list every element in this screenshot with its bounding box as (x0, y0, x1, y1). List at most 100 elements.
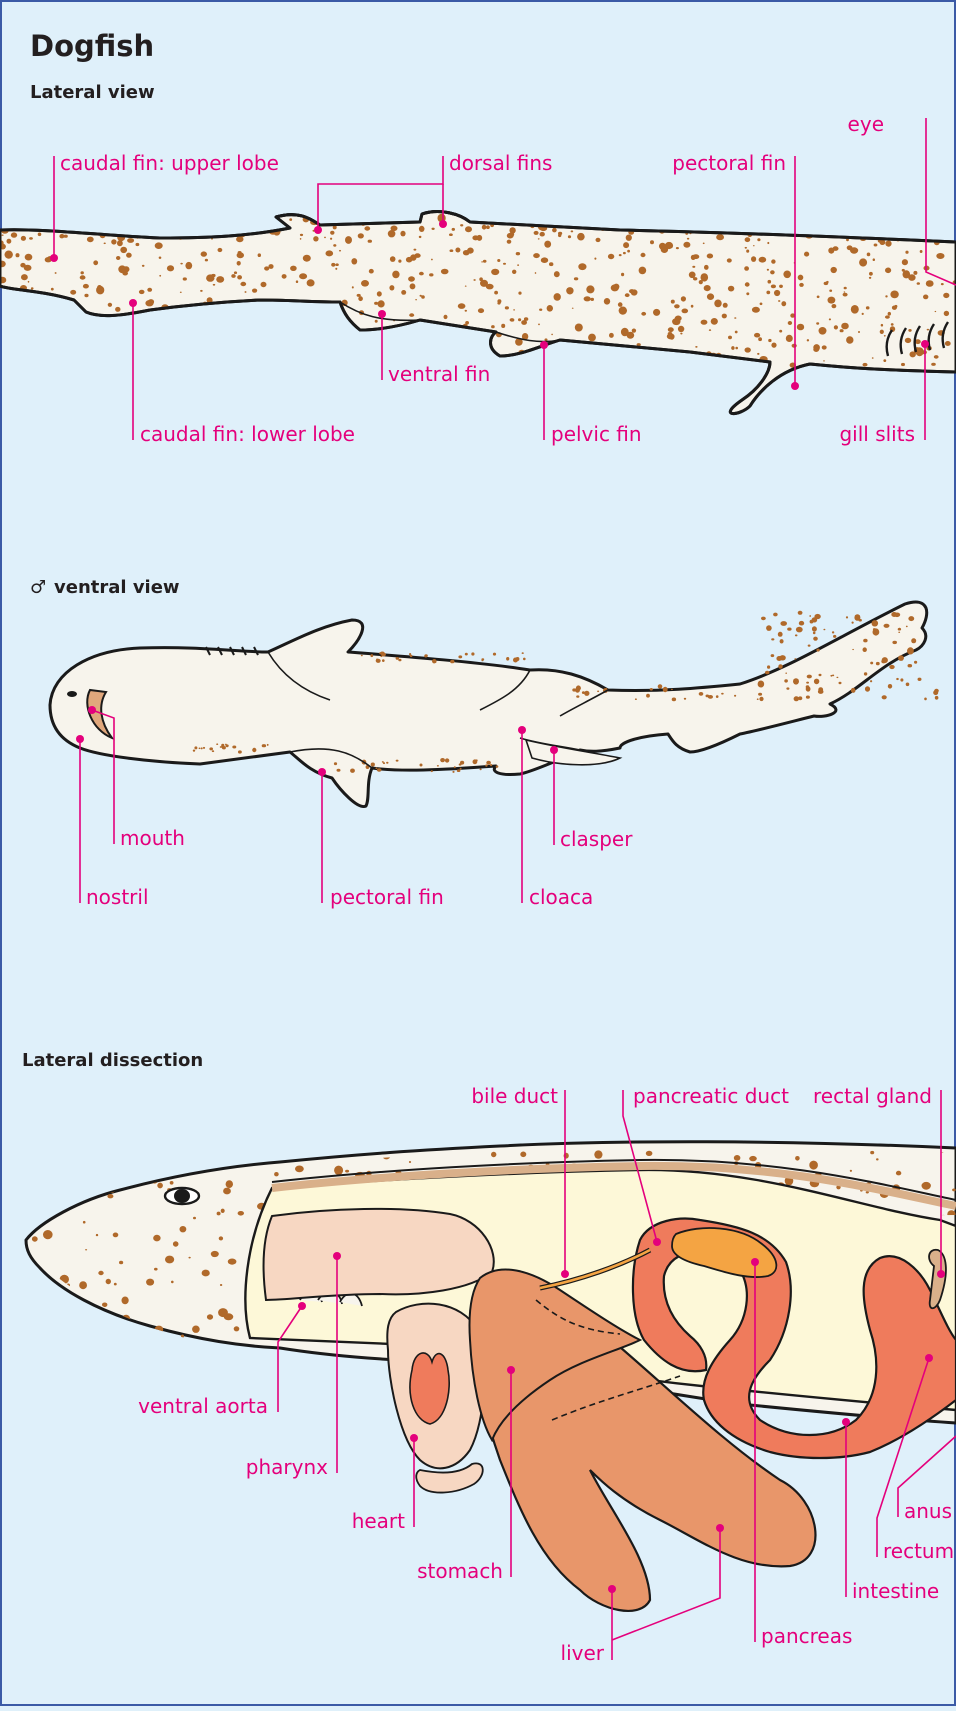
skin-spot (906, 683, 910, 687)
skin-spot (759, 697, 763, 701)
skin-spot (535, 272, 537, 274)
skin-spot (165, 1256, 174, 1264)
label-anus: anus (904, 1499, 952, 1523)
skin-spot (419, 226, 425, 232)
skin-spot (300, 234, 303, 236)
skin-spot (691, 305, 694, 308)
skin-spot (795, 634, 798, 636)
page-title: Dogfish (30, 29, 154, 63)
skin-spot (671, 689, 673, 690)
skin-spot (689, 272, 696, 279)
skin-spot (865, 686, 870, 691)
skin-spot (473, 279, 475, 281)
skin-spot (424, 654, 427, 657)
label-mouth: mouth (120, 826, 185, 850)
skin-spot (225, 744, 227, 746)
skin-spot (784, 679, 788, 682)
skin-spot (231, 274, 235, 278)
skin-spot (516, 252, 520, 255)
section-ventral-heading: ventral view (54, 577, 180, 598)
skin-spot (757, 353, 759, 355)
skin-spot (619, 254, 622, 256)
skin-spot (793, 678, 799, 684)
skin-spot (831, 267, 837, 273)
skin-spot (867, 253, 871, 257)
skin-spot (768, 339, 771, 342)
skin-spot (539, 309, 542, 311)
skin-spot (728, 286, 734, 292)
skin-spot (774, 290, 780, 296)
skin-spot (375, 767, 377, 769)
skin-spot (841, 323, 849, 330)
skin-spot (799, 621, 804, 626)
label-caudal-fin-lower: caudal fin: lower lobe (140, 422, 355, 446)
skin-spot (862, 313, 864, 315)
skin-spot (735, 347, 738, 350)
skin-spot (533, 253, 540, 258)
skin-spot (483, 260, 487, 263)
skin-spot (625, 293, 630, 297)
skin-spot (641, 312, 646, 316)
skin-spot (870, 680, 872, 682)
skin-spot (658, 684, 663, 688)
skin-spot (839, 682, 842, 684)
skin-spot (64, 235, 68, 238)
skin-spot (833, 635, 836, 638)
skin-spot (678, 326, 684, 332)
skin-spot (549, 262, 553, 266)
skin-spot (701, 273, 709, 281)
skin-spot (806, 685, 810, 688)
skin-spot (757, 698, 759, 700)
skin-spot (684, 698, 686, 700)
skin-spot (491, 325, 495, 328)
skin-spot (906, 626, 908, 628)
skin-spot (5, 251, 13, 259)
skin-spot (220, 1284, 222, 1286)
skin-spot (117, 240, 123, 246)
skin-spot (727, 258, 732, 262)
skin-spot (114, 1283, 117, 1286)
skin-spot (806, 696, 810, 699)
skin-spot (398, 260, 401, 263)
skin-spot (463, 250, 470, 255)
skin-spot (409, 1161, 411, 1163)
skin-spot (486, 284, 494, 290)
skin-spot (520, 1152, 526, 1158)
skin-spot (880, 330, 884, 334)
skin-spot (471, 652, 474, 655)
skin-spot (711, 318, 718, 325)
skin-spot (914, 661, 917, 664)
skin-spot (885, 241, 891, 247)
skin-spot (584, 296, 591, 301)
skin-spot (240, 282, 246, 286)
skin-spot (193, 1217, 196, 1220)
skin-spot (812, 626, 817, 631)
skin-spot (672, 318, 680, 325)
skin-spot (924, 698, 927, 701)
skin-spot (147, 288, 152, 292)
skin-spot (590, 298, 594, 301)
skin-spot (223, 1188, 231, 1195)
skin-spot (905, 338, 911, 343)
skin-spot (902, 259, 908, 265)
skin-spot (631, 289, 638, 295)
skin-spot (765, 671, 770, 675)
skin-spot (814, 679, 819, 685)
skin-spot (781, 301, 786, 306)
skin-spot (258, 253, 261, 257)
skin-spot (892, 641, 897, 644)
skin-spot (943, 293, 949, 298)
skin-spot (496, 765, 499, 767)
skin-spot (261, 282, 267, 287)
label-pectoral-fin-ventral: pectoral fin (330, 885, 444, 909)
skin-spot (586, 285, 594, 293)
skin-spot (83, 1221, 86, 1224)
skin-spot (213, 284, 216, 286)
skin-spot (11, 232, 17, 237)
skin-spot (518, 292, 521, 295)
skin-spot (635, 698, 637, 700)
skin-spot (794, 696, 799, 701)
skin-spot (236, 236, 243, 242)
skin-spot (361, 655, 363, 657)
skin-spot (798, 611, 803, 615)
